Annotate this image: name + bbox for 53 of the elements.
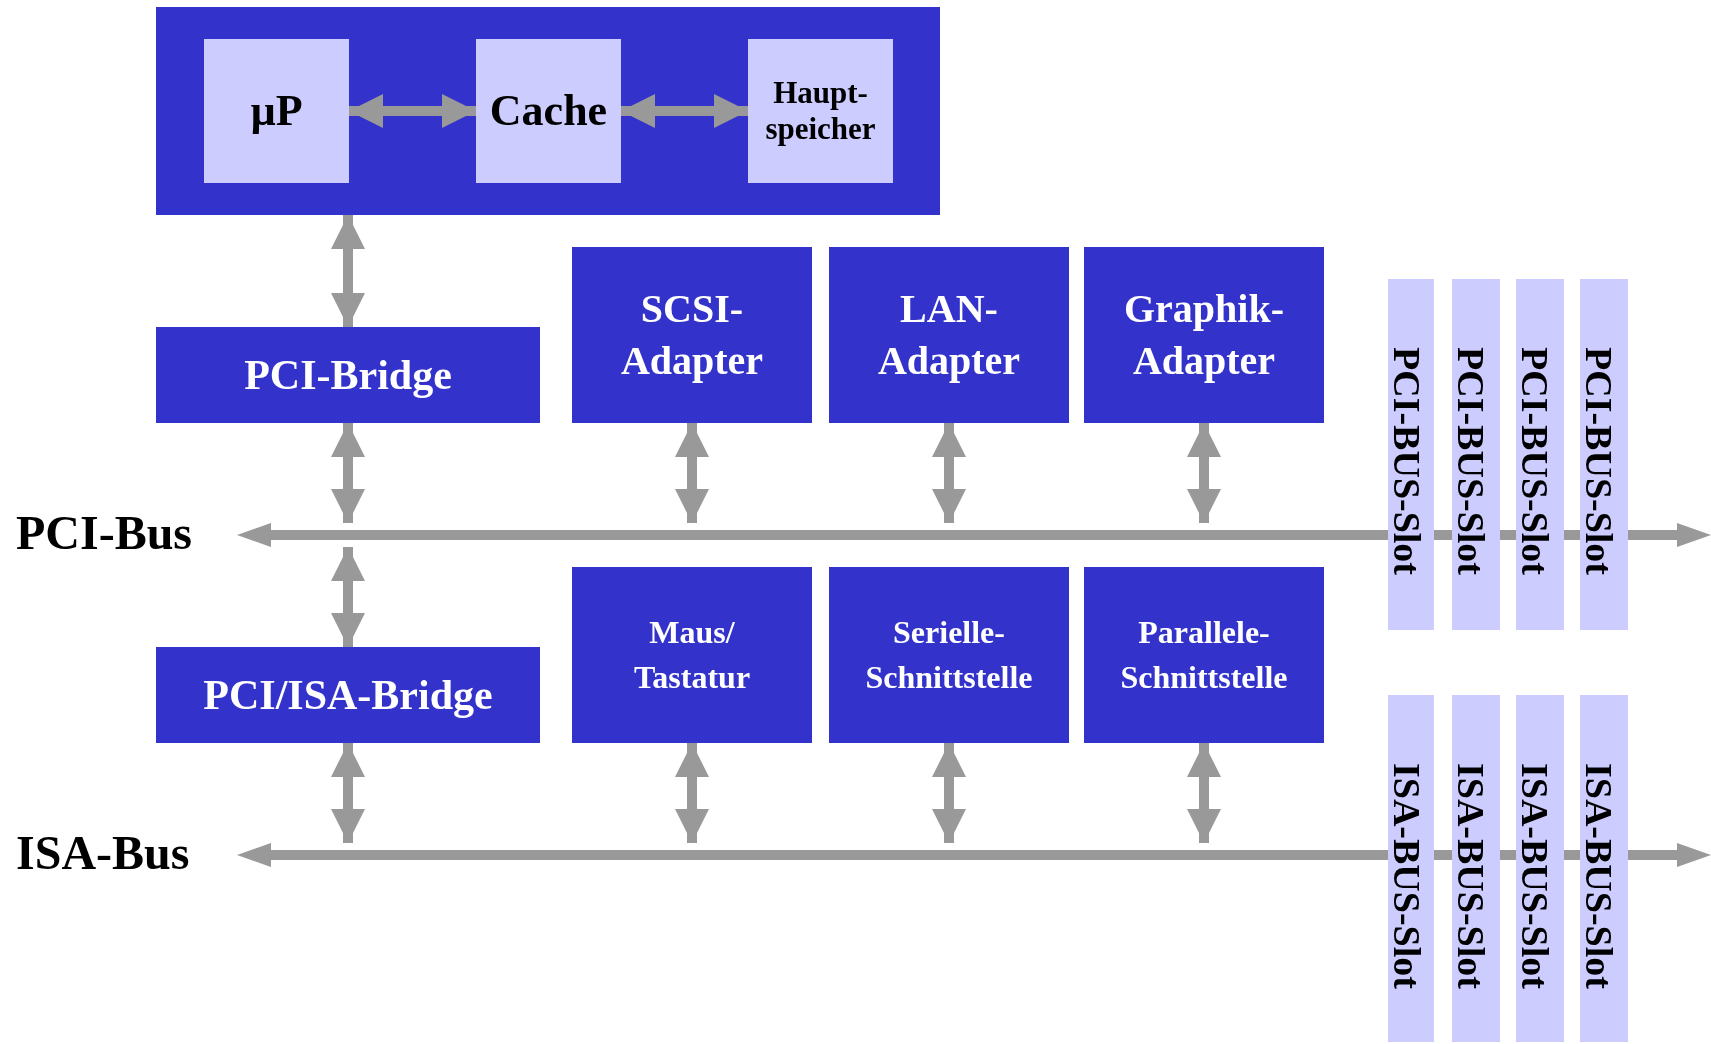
box-label: Graphik- Adapter bbox=[1122, 285, 1285, 385]
box-label: LAN- Adapter bbox=[876, 285, 1022, 385]
slot-box bbox=[1452, 695, 1500, 1042]
box-label: Maus/ Tastatur bbox=[632, 613, 752, 697]
bus-label: ISA-Bus bbox=[16, 829, 190, 877]
box-label: PCI-Bridge bbox=[244, 354, 452, 396]
box-label: Serielle- Schnittstelle bbox=[864, 613, 1034, 697]
slot-label: ISA-BUS-Slot bbox=[1388, 762, 1426, 989]
slot-box bbox=[1516, 279, 1564, 630]
slot-label: ISA-BUS-Slot bbox=[1580, 762, 1618, 989]
component-box bbox=[204, 39, 349, 183]
bridge-box bbox=[156, 327, 540, 423]
slot-box bbox=[1388, 695, 1434, 1042]
slot-box bbox=[1452, 279, 1500, 630]
box-label: Parallele- Schnittstelle bbox=[1119, 613, 1289, 697]
arrow bbox=[1187, 423, 1221, 523]
slot-label: PCI-BUS-Slot bbox=[1580, 347, 1618, 576]
interface-box bbox=[1084, 567, 1324, 743]
box-label: Cache bbox=[489, 89, 608, 133]
system-box bbox=[156, 7, 940, 215]
box-label: Haupt- speicher bbox=[764, 75, 877, 147]
adapter-box bbox=[572, 247, 812, 423]
slot-box bbox=[1580, 695, 1628, 1042]
bridge-box bbox=[156, 647, 540, 743]
arrow bbox=[331, 743, 365, 843]
arrow bbox=[932, 743, 966, 843]
arrow bbox=[675, 743, 709, 843]
interface-box bbox=[829, 567, 1069, 743]
box-label: SCSI- Adapter bbox=[619, 285, 765, 385]
slot-label: PCI-BUS-Slot bbox=[1388, 347, 1426, 576]
bus-label: PCI-Bus bbox=[16, 509, 193, 557]
slot-label: ISA-BUS-Slot bbox=[1452, 762, 1490, 989]
slot-label: PCI-BUS-Slot bbox=[1516, 347, 1554, 576]
slot-label: PCI-BUS-Slot bbox=[1452, 347, 1490, 576]
adapter-box bbox=[829, 247, 1069, 423]
component-box bbox=[748, 39, 893, 183]
box-label: µP bbox=[250, 89, 303, 133]
arrow bbox=[349, 94, 476, 128]
slot-box bbox=[1516, 695, 1564, 1042]
arrow bbox=[331, 547, 365, 647]
arrow bbox=[331, 423, 365, 523]
box-label: PCI/ISA-Bridge bbox=[203, 674, 493, 716]
arrow bbox=[932, 423, 966, 523]
adapter-box bbox=[1084, 247, 1324, 423]
component-box bbox=[476, 39, 621, 183]
slot-label: ISA-BUS-Slot bbox=[1516, 762, 1554, 989]
arrow bbox=[1187, 743, 1221, 843]
arrow bbox=[675, 423, 709, 523]
slot-box bbox=[1580, 279, 1628, 630]
interface-box bbox=[572, 567, 812, 743]
arrow bbox=[331, 215, 365, 327]
slot-box bbox=[1388, 279, 1434, 630]
arrow bbox=[621, 94, 748, 128]
